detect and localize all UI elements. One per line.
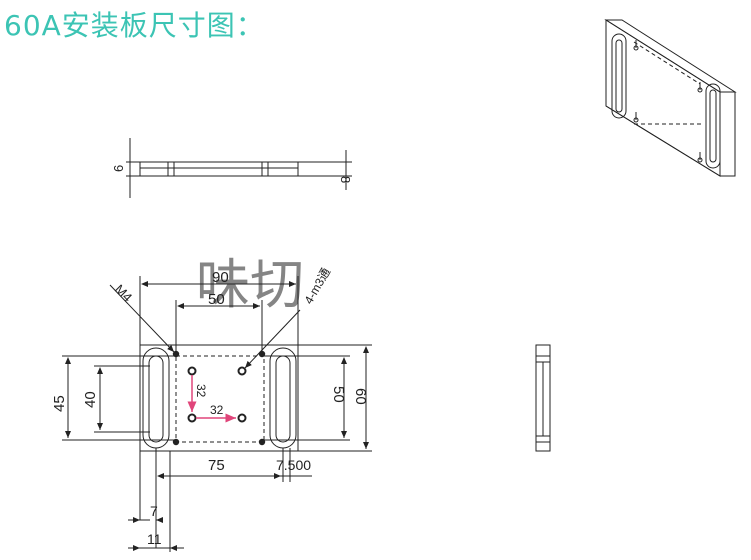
end-view [535,344,551,452]
label-holes: 4-m3通 [301,265,333,306]
dim-bottom-mid: 75 [208,457,225,474]
hole-dim-horizontal: 32 [210,403,224,417]
hole-dim-vertical: 32 [194,384,208,398]
side-view [126,138,352,198]
dim-bottom-11: 11 [147,531,162,547]
dim-left-inner: 40 [82,391,99,408]
side-dim-right: 8 [338,176,353,183]
side-dim-left: 6 [111,165,126,172]
isometric-view [604,19,737,177]
dim-right-inner: 50 [330,386,347,403]
top-dim-lines [109,276,301,369]
m4-holes [172,350,266,446]
bottom-dim-lines [128,448,312,552]
left-dim-lines [62,355,176,441]
label-thread: M4 [112,282,135,305]
dim-bottom-right: 7.500 [276,457,311,473]
dim-left-outer: 45 [51,395,68,412]
hole-spacing-lines [187,375,236,423]
dim-bottom-7: 7 [150,503,158,519]
right-dim-lines [264,344,372,452]
dim-top-outer: 90 [212,269,229,286]
page-title: 60A安装板尺寸图： [4,9,265,42]
plan-view-plate [139,344,299,452]
dim-top-inner: 50 [208,291,225,308]
dim-right-outer: 60 [352,388,369,405]
m3-holes [187,366,247,423]
